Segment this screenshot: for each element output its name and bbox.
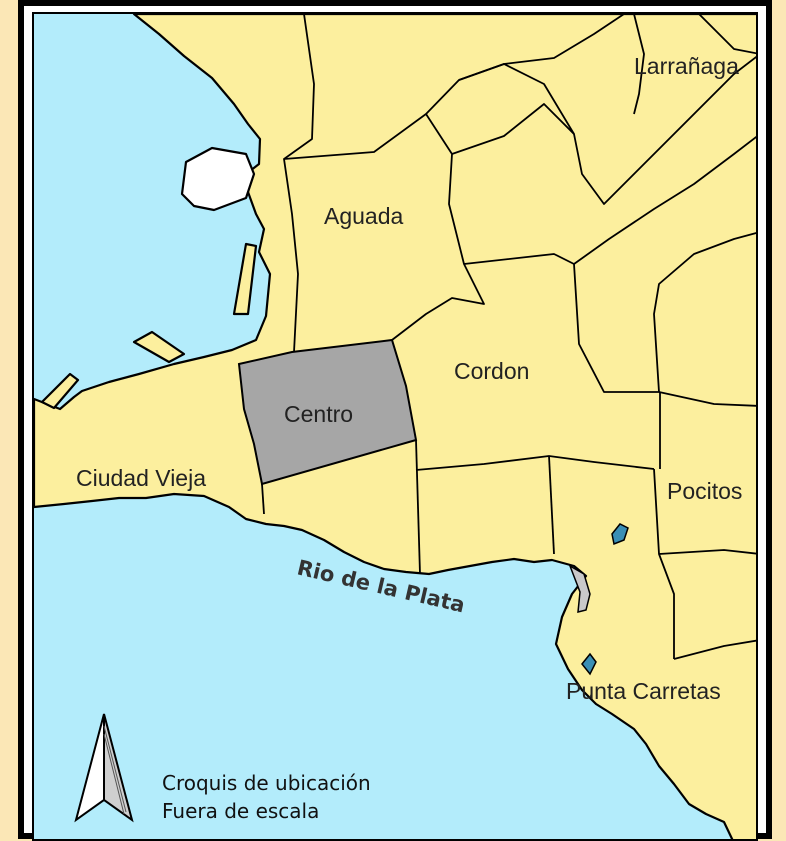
label-centro: Centro xyxy=(284,401,353,427)
legend-line-2: Fuera de escala xyxy=(162,799,319,823)
port-pier xyxy=(232,242,258,316)
park-lake xyxy=(611,523,629,546)
harbour-dock xyxy=(180,146,256,212)
legend-line-1: Croquis de ubicación xyxy=(162,771,371,795)
label-pocitos: Pocitos xyxy=(667,478,742,504)
port-pier xyxy=(40,372,80,410)
label-aguada: Aguada xyxy=(324,203,404,229)
park-lake xyxy=(581,652,597,676)
label-ciudad-vieja: Ciudad Vieja xyxy=(76,465,206,491)
beach-pier xyxy=(568,564,591,613)
map-canvas: Larrañaga Aguada Cordon Centro Ciudad Vi… xyxy=(32,12,758,841)
label-punta-carretas: Punta Carretas xyxy=(566,678,721,704)
label-cordon: Cordon xyxy=(454,358,529,384)
north-arrow-icon xyxy=(74,713,134,823)
port-pier xyxy=(132,330,186,364)
label-larranaga: Larrañaga xyxy=(634,53,739,79)
map-svg: Larrañaga Aguada Cordon Centro Ciudad Vi… xyxy=(34,14,756,839)
map-frame: Larrañaga Aguada Cordon Centro Ciudad Vi… xyxy=(18,0,772,841)
neighborhood-boundaries xyxy=(261,14,756,660)
